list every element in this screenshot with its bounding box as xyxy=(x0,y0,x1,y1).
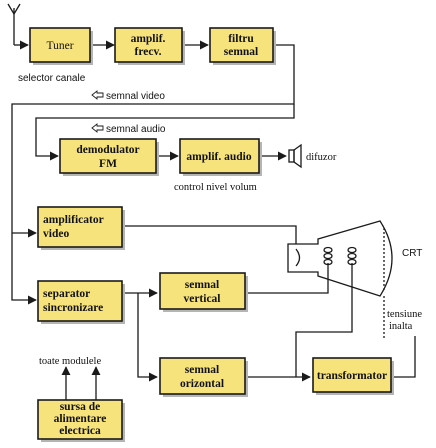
block-power-supply: sursa de alimentare electrica xyxy=(37,399,125,442)
block-vertical-signal: semnal vertical xyxy=(159,272,248,312)
block-audio-amplifier-label: amplif. audio xyxy=(186,151,251,163)
block-signal-filter: filtru semnal xyxy=(209,27,276,65)
block-power-supply-line3: electrica xyxy=(59,425,101,437)
block-video-amplifier: amplificator video xyxy=(37,206,125,250)
block-horizontal-signal-line2: orizontal xyxy=(180,378,224,390)
block-tuner: Tuner xyxy=(29,27,93,65)
block-fm-demodulator: demodulator FM xyxy=(59,138,159,176)
antenna-icon xyxy=(7,3,29,50)
block-video-amplifier-line1: amplificator xyxy=(43,214,104,226)
crt-label: CRT xyxy=(402,248,422,259)
block-fm-demodulator-line1: demodulator xyxy=(76,144,139,156)
high-voltage-label-line1: tensiune xyxy=(387,309,422,320)
arrow-icon xyxy=(91,90,104,100)
channel-selector-label: selector canale xyxy=(18,73,86,84)
block-rf-amplifier: amplif. frecv. xyxy=(114,27,185,65)
block-horizontal-signal-line1: semnal xyxy=(185,364,220,376)
block-vertical-signal-line1: semnal xyxy=(185,279,220,291)
block-sync-separator: separator sincronizare xyxy=(37,280,125,324)
block-signal-filter-line2: semnal xyxy=(224,46,259,58)
volume-control-label: control nivel volum xyxy=(174,182,257,193)
block-transformer: transformator xyxy=(312,357,394,395)
block-vertical-signal-line2: vertical xyxy=(183,293,220,305)
speaker-icon xyxy=(288,143,302,169)
block-sync-separator-line2: sincronizare xyxy=(43,302,103,314)
video-signal-annotation: semnal video xyxy=(91,90,165,102)
arrow-icon xyxy=(91,123,104,133)
block-power-supply-line2: alimentare xyxy=(54,413,107,425)
block-rf-amplifier-line2: frecv. xyxy=(135,46,162,58)
crt-tube-icon xyxy=(287,220,393,297)
block-video-amplifier-line2: video xyxy=(43,228,69,240)
block-audio-amplifier: amplif. audio xyxy=(179,138,262,176)
video-signal-label: semnal video xyxy=(106,91,165,102)
speaker-label: difuzor xyxy=(306,152,337,163)
block-tuner-label: Tuner xyxy=(46,40,73,52)
audio-signal-label: semnal audio xyxy=(106,124,166,135)
block-power-supply-line1: sursa de xyxy=(60,401,101,413)
audio-signal-annotation: semnal audio xyxy=(91,123,166,135)
all-modules-label: toate modulele xyxy=(39,356,101,367)
block-sync-separator-line1: separator xyxy=(43,288,90,300)
block-fm-demodulator-line2: FM xyxy=(99,158,117,170)
block-transformer-label: transformator xyxy=(317,370,387,382)
block-rf-amplifier-line1: amplif. xyxy=(131,33,166,45)
block-signal-filter-line1: filtru xyxy=(228,33,254,45)
block-horizontal-signal: semnal orizontal xyxy=(159,357,248,397)
high-voltage-label-line2: inalta xyxy=(389,321,413,332)
